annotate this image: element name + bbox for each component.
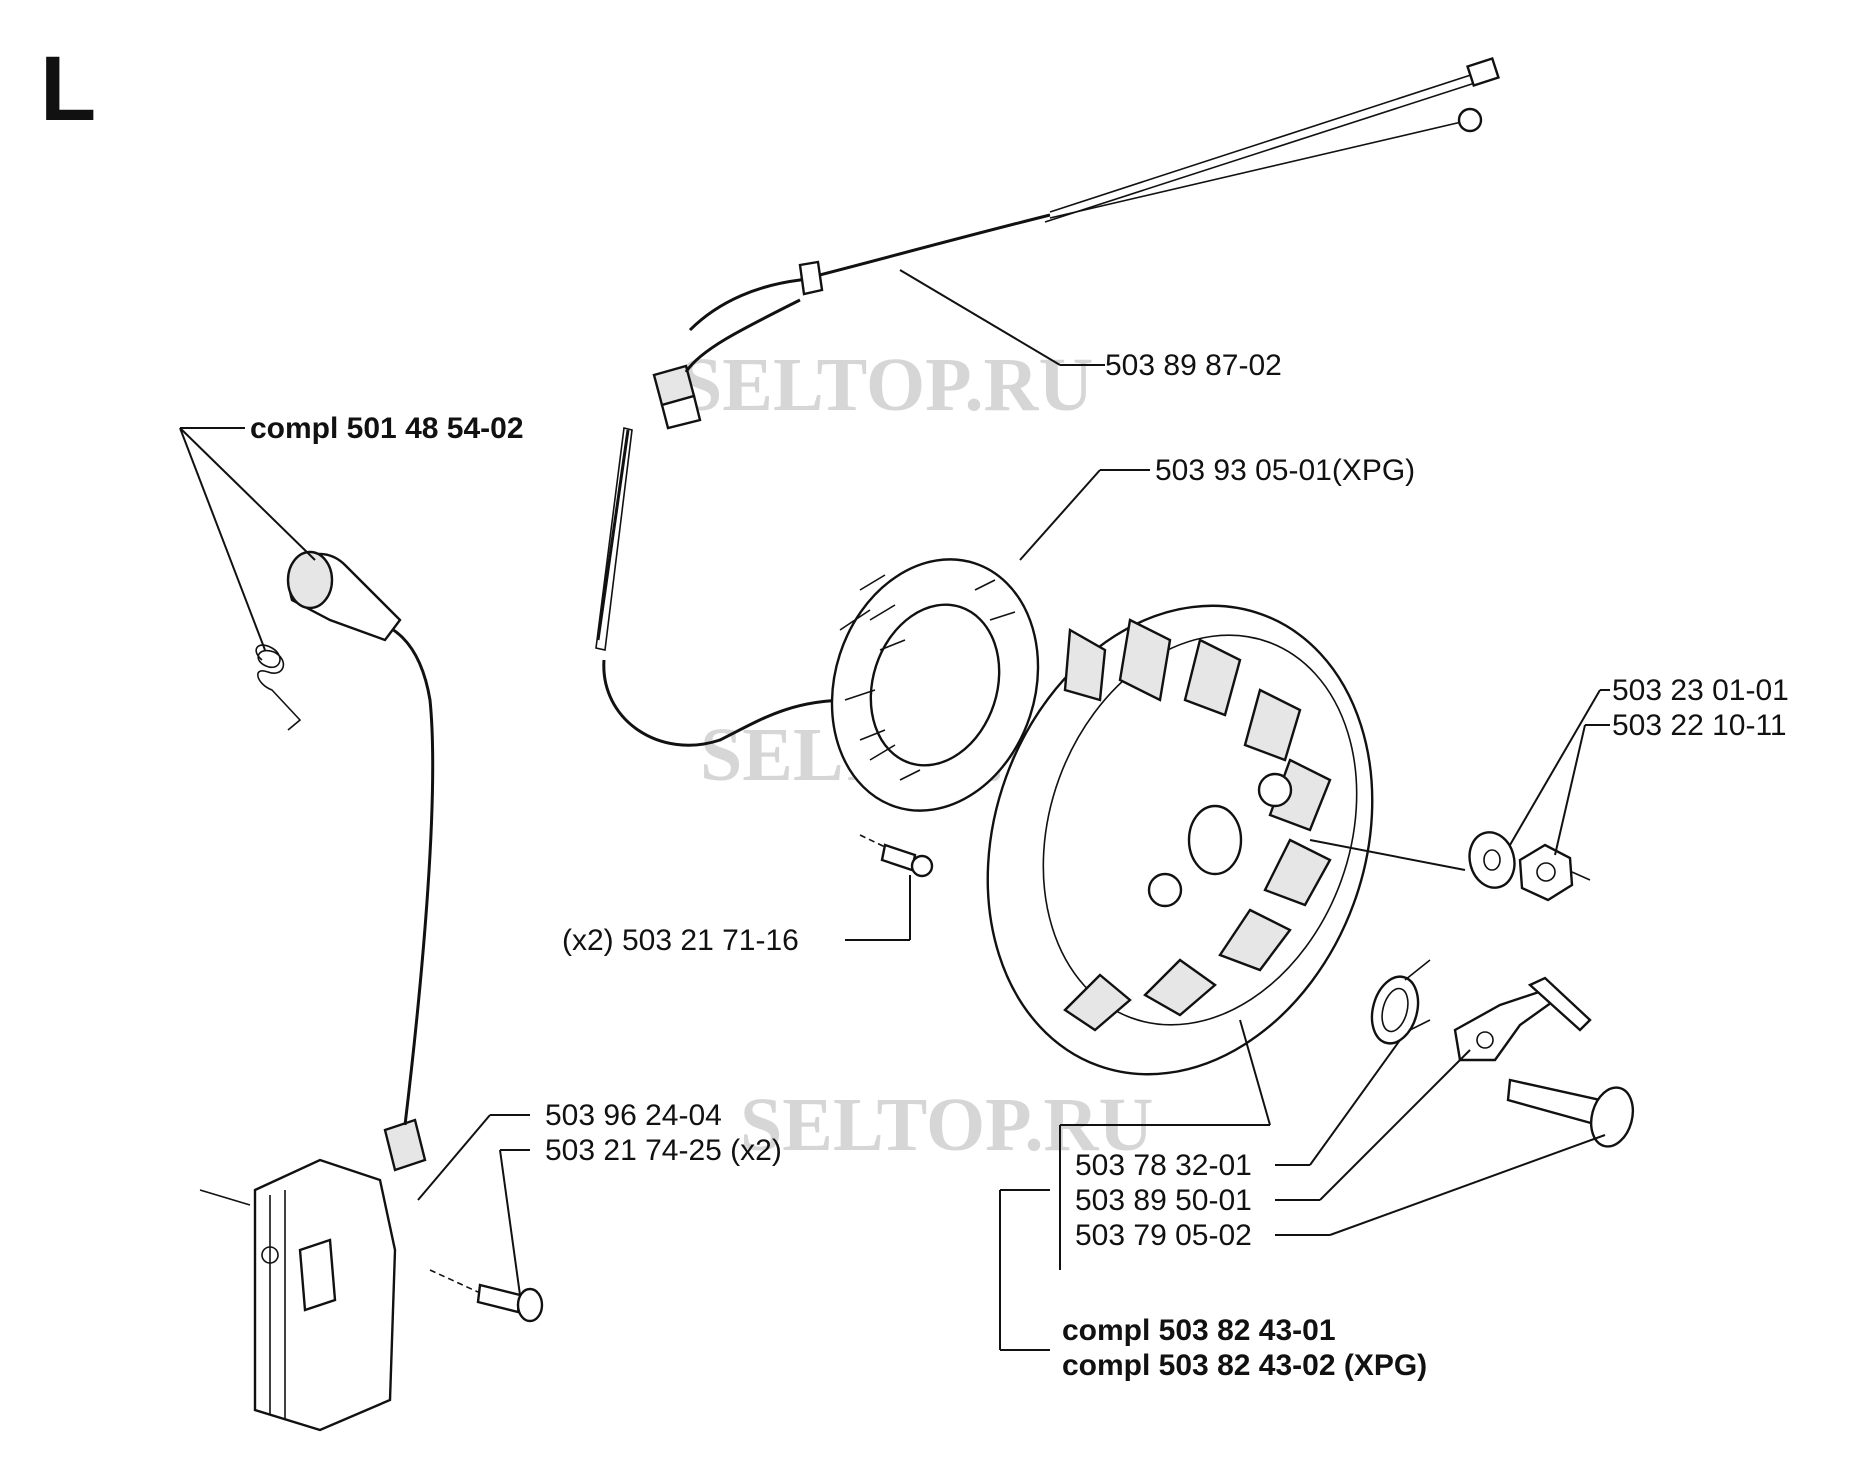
label-pawl-pin: 503 79 05-02 <box>1075 1219 1252 1252</box>
watermark-1: SELTOP.RU <box>680 343 1093 427</box>
spark-plug-spring-part <box>255 644 302 731</box>
flywheel-part <box>986 604 1374 1076</box>
stator-part <box>830 558 1040 812</box>
ignition-module-part <box>199 1118 427 1432</box>
spring-part <box>1370 959 1431 1045</box>
washer-part <box>1468 831 1516 889</box>
label-stator-screw: (x2) 503 21 71-16 <box>562 924 799 957</box>
label-washer: 503 23 01-01 <box>1612 674 1789 707</box>
label-flywheel: 503 78 32-01 <box>1075 1149 1252 1182</box>
ignition-lead-part <box>286 550 435 1126</box>
section-letter: L <box>40 38 96 140</box>
nut-part <box>1518 843 1591 902</box>
label-nut: 503 22 10-11 <box>1612 709 1787 742</box>
label-ignition-module: 503 96 24-04 <box>545 1099 722 1132</box>
pin-part <box>1506 1078 1635 1148</box>
stator-wire-part <box>595 427 851 747</box>
lead-wire-part <box>652 56 1500 430</box>
module-screw-part <box>429 1269 544 1323</box>
stator-screw-part <box>859 834 934 878</box>
label-module-screw: 503 21 74-25 (x2) <box>545 1134 782 1167</box>
label-compl-flywheel-2: compl 503 82 43-02 (XPG) <box>1062 1349 1427 1382</box>
pawl-part <box>1453 976 1592 1062</box>
label-ignition-compl: compl 501 48 54-02 <box>250 412 524 445</box>
label-lead-wire: 503 89 87-02 <box>1105 349 1282 382</box>
label-spring: 503 89 50-01 <box>1075 1184 1252 1217</box>
label-compl-flywheel-1: compl 503 82 43-01 <box>1062 1314 1336 1347</box>
leader-lines <box>179 269 1610 1351</box>
label-stator-xpg: 503 93 05-01(XPG) <box>1155 454 1415 487</box>
